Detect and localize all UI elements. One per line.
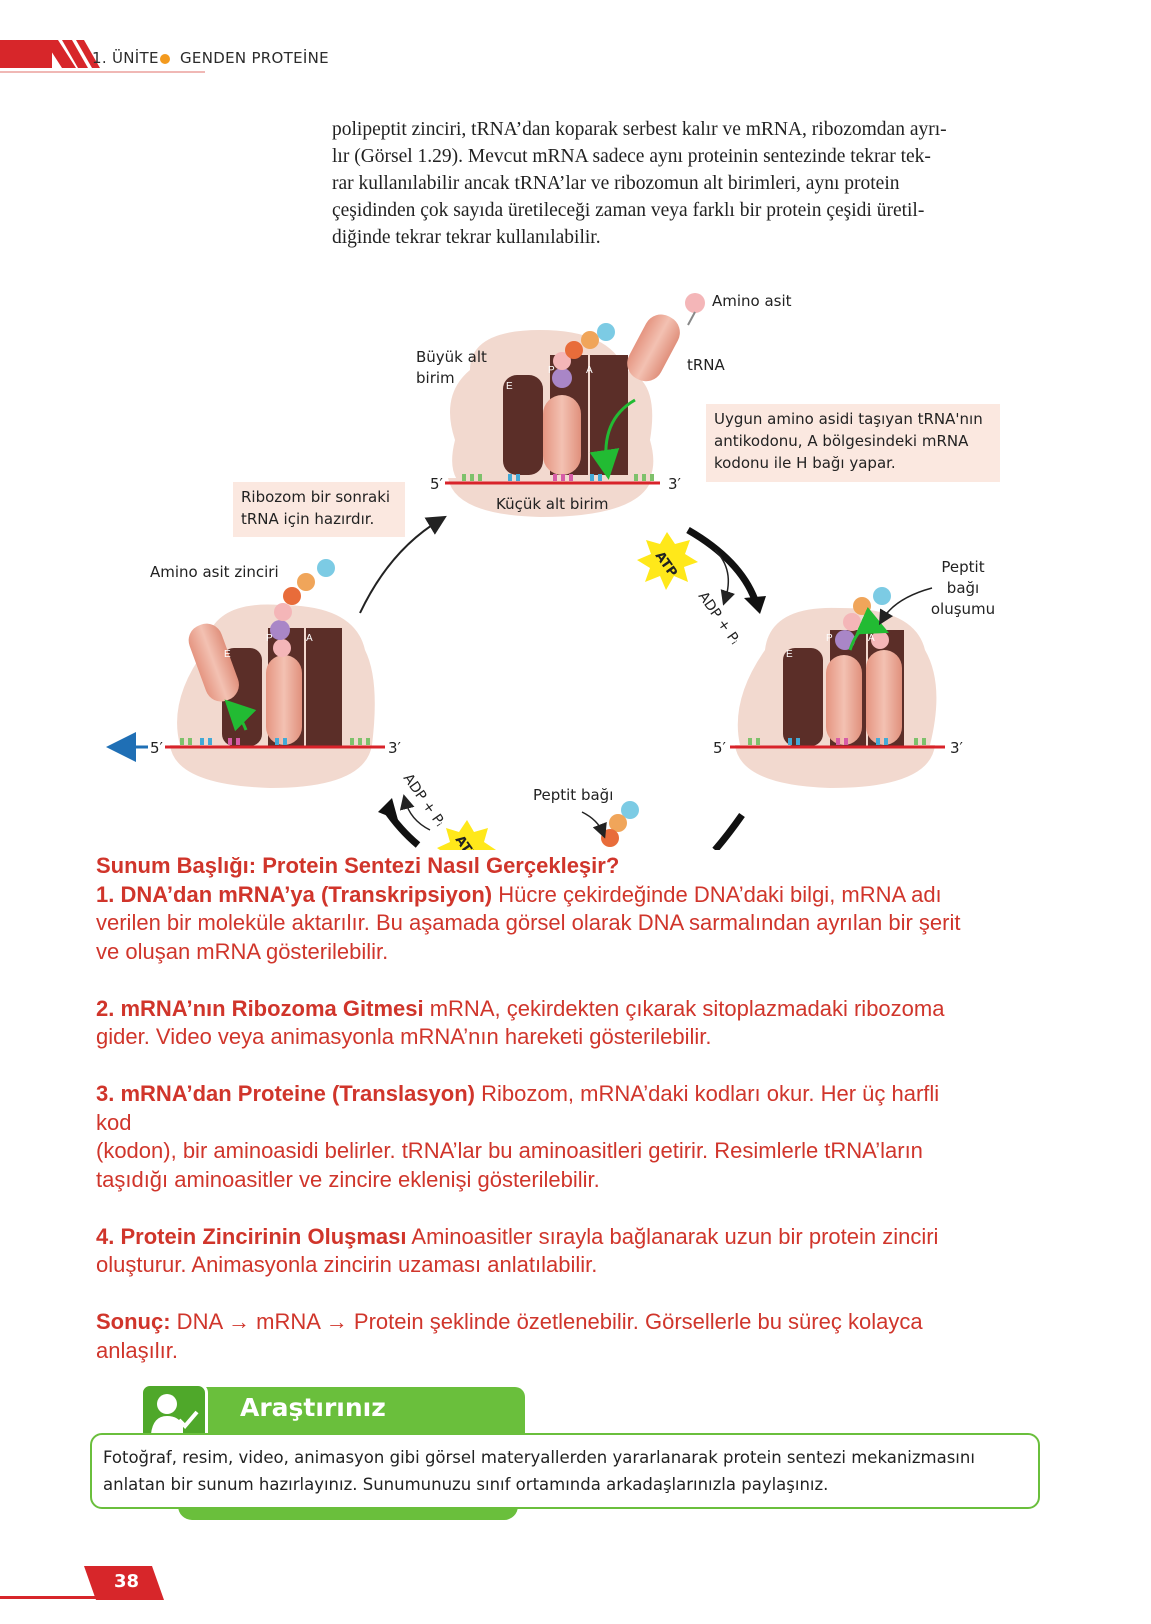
overlay-line: oluşturur. Animasyonla zincirin uzaması … (96, 1252, 598, 1277)
header-topic: GENDEN PROTEİNE (180, 49, 329, 67)
callout-line: antikodonu, A bölgesindeki mRNA (714, 432, 969, 450)
label-peptit-bagi-olusumu: Peptit bağı oluşumu (925, 557, 1001, 620)
label-line: oluşumu (930, 600, 996, 618)
overlay-line: kod (96, 1109, 132, 1135)
research-line: anlatan bir sunum hazırlayınız. Sunumunu… (103, 1475, 829, 1494)
ribosome-top (445, 293, 705, 517)
section-1-heading: 1. DNA’dan mRNA’ya (Transkripsiyon) (96, 881, 493, 907)
page-number: 38 (114, 1571, 140, 1592)
ribosome-right (730, 587, 945, 788)
section-4-heading: 4. Protein Zincirinin Oluşması (96, 1223, 407, 1249)
translation-figure (106, 293, 945, 850)
label-line: Büyük alt (416, 348, 487, 366)
cycle-arrows (359, 515, 766, 850)
header-stripe (0, 40, 205, 73)
overlay-line: taşıdığı aminoasitler ve zincire ekleniş… (96, 1166, 600, 1192)
overlay-line: (kodon), bir aminoasidi belirler. tRNA’l… (96, 1138, 923, 1163)
paragraph-line: lır (Görsel 1.29). Mevcut mRNA sadece ay… (332, 146, 931, 167)
conclusion-text: DNA → mRNA → Protein şeklinde özetlenebi… (170, 1309, 923, 1334)
section-2-heading: 2. mRNA’nın Ribozoma Gitmesi (96, 995, 424, 1021)
site-a-right: A (868, 633, 875, 644)
overlay-line: 2. mRNA’nın Ribozoma Gitmesi mRNA, çekir… (96, 995, 1096, 1024)
label-5prime-left: 5′ (150, 739, 163, 757)
overlay-line: gider. Video veya animasyonla mRNA’nın h… (96, 1024, 712, 1049)
site-a: A (586, 365, 593, 376)
label-trna: tRNA (687, 356, 725, 374)
research-box (90, 1433, 1040, 1509)
label-3prime-right: 3′ (950, 739, 963, 757)
conclusion-heading: Sonuç: (96, 1309, 171, 1334)
label-kucuk-alt-birim: Küçük alt birim (496, 495, 609, 513)
paragraph-line: polipeptit zinciri, tRNA’dan koparak ser… (332, 119, 947, 140)
site-p-right: P (826, 633, 833, 644)
overlay-line: verilen bir moleküle aktarılır. Bu aşama… (96, 910, 961, 935)
callout-line: tRNA için hazırdır. (241, 510, 375, 528)
site-e-left: E (224, 649, 231, 660)
callout-ribozom-hazir: Ribozom bir sonraki tRNA için hazırdır. (233, 482, 405, 537)
section-4-text: Aminoasitler sırayla bağlanarak uzun bir… (406, 1223, 939, 1249)
overlay-line: 1. DNA’dan mRNA’ya (Transkripsiyon) Hücr… (96, 881, 1096, 910)
user-check-icon (151, 1394, 199, 1434)
label-line: birim (416, 369, 455, 387)
overlay-line: Sonuç: DNA → mRNA → Protein şeklinde öze… (96, 1308, 1096, 1337)
paragraph-line: çeşidinden çok sayıda üretileceği zaman … (332, 200, 925, 221)
research-title: Araştırınız (240, 1393, 386, 1422)
paragraph-line: diğinde tekrar tekrar kullanılabilir. (332, 227, 601, 248)
label-5prime-right: 5′ (713, 739, 726, 757)
label-line: Peptit (941, 558, 985, 576)
label-amino-asit: Amino asit (712, 292, 792, 310)
callout-line: Uygun amino asidi taşıyan tRNA'nın (714, 410, 983, 428)
overlay-backdrop (93, 850, 1103, 1372)
site-e: E (506, 381, 513, 392)
label-5prime-top: 5′ (430, 475, 443, 493)
paragraph-line: rar kullanılabilir ancak tRNA’lar ve rib… (332, 173, 900, 194)
presentation-outline: Sunum Başlığı: Protein Sentezi Nasıl Ger… (96, 852, 1096, 1365)
section-3-heading: 3. mRNA’dan Proteine (Translasyon) (96, 1081, 475, 1106)
research-text: Fotoğraf, resim, video, animasyon gibi g… (103, 1444, 1033, 1498)
callout-antikodon: Uygun amino asidi taşıyan tRNA'nın antik… (706, 404, 1000, 482)
label-buyuk-alt-birim: Büyük alt birim (416, 347, 487, 389)
label-3prime-top: 3′ (668, 475, 681, 493)
ribosome-bottom-partial (581, 801, 639, 847)
overlay-blank (96, 1052, 1096, 1081)
callout-line: Ribozom bir sonraki (241, 488, 391, 506)
ribosome-left (106, 559, 385, 788)
overlay-title: Sunum Başlığı: Protein Sentezi Nasıl Ger… (96, 852, 1096, 881)
overlay-line: 4. Protein Zincirinin Oluşması Aminoasit… (96, 1223, 1096, 1252)
callout-line: kodonu ile H bağı yapar. (714, 454, 896, 472)
header-dot (160, 54, 170, 64)
research-line: Fotoğraf, resim, video, animasyon gibi g… (103, 1448, 975, 1467)
body-paragraph: polipeptit zinciri, tRNA’dan koparak ser… (332, 116, 1044, 251)
overlay-title-text: Sunum Başlığı: Protein Sentezi Nasıl Ger… (96, 853, 620, 878)
overlay-blank (96, 1194, 1096, 1223)
overlay-blank (96, 1280, 1096, 1309)
overlay-line: ve oluşan mRNA gösterilebilir. (96, 938, 389, 964)
overlay-blank (96, 966, 1096, 995)
section-1-text: Hücre çekirdeğinde DNA’daki bilgi, mRNA … (492, 881, 942, 907)
site-p-left: P (266, 633, 273, 644)
overlay-line: anlaşılır. (96, 1337, 178, 1363)
page-number-underline (0, 1596, 110, 1599)
atp-burst-icon (437, 820, 496, 850)
label-peptit-bagi: Peptit bağı (533, 786, 614, 804)
page-number-tab (84, 1566, 164, 1600)
site-p: P (548, 365, 555, 376)
header-unit: 1. ÜNİTE (92, 49, 159, 67)
atp-burst-icon (637, 532, 698, 590)
section-3-text: Ribozom, mRNA’daki kodları okur. Her üç … (474, 1081, 940, 1106)
site-a-left: A (306, 633, 313, 644)
label-line: bağı (946, 579, 980, 597)
label-3prime-left: 3′ (388, 739, 401, 757)
section-2-text: mRNA, çekirdekten çıkarak sitoplazmadaki… (423, 995, 945, 1021)
overlay-line: 3. mRNA’dan Proteine (Translasyon) Riboz… (96, 1080, 1096, 1109)
site-e-right: E (786, 649, 793, 660)
label-amino-asit-zinciri: Amino asit zinciri (150, 563, 279, 581)
